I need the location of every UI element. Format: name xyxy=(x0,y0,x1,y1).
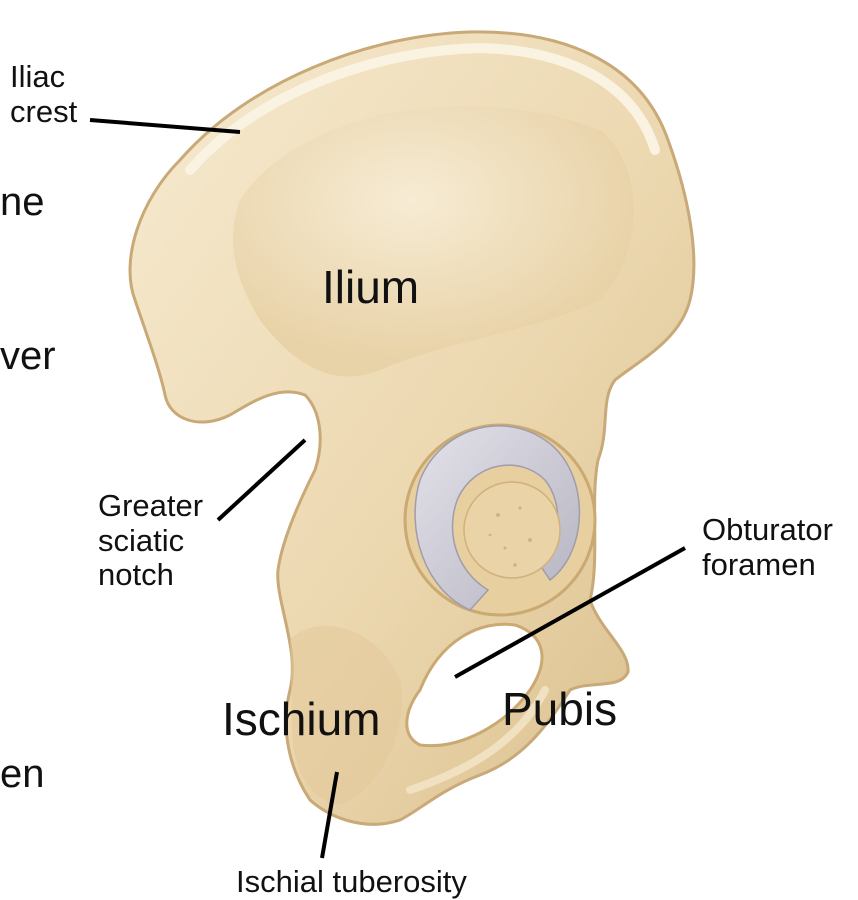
acetabular-fossa xyxy=(463,481,561,579)
label-obturator-foramen: Obturator foramen xyxy=(702,512,833,582)
clipped-text-2: ver xyxy=(0,334,56,378)
leader-line-iliac-crest xyxy=(89,118,241,134)
label-ischium: Ischium xyxy=(222,693,381,745)
leader-line-greater-sciatic-notch xyxy=(216,438,307,522)
label-pubis: Pubis xyxy=(502,683,618,735)
leader-line-ischial-tuberosity xyxy=(320,771,339,859)
label-greater-sciatic-notch: Greater sciatic notch xyxy=(98,488,204,593)
ischium-body xyxy=(290,625,402,805)
clipped-text-3: en xyxy=(0,752,45,796)
label-iliac-crest: Iliac crest xyxy=(10,59,78,129)
fossa-texture xyxy=(488,506,532,567)
obturator-foramen-opening xyxy=(405,622,544,748)
leader-line-obturator-foramen xyxy=(454,546,686,679)
label-ilium: Ilium xyxy=(322,261,420,313)
clipped-text-1: ne xyxy=(0,180,45,224)
iliac-crest-rim xyxy=(185,42,660,175)
pubic-ramus xyxy=(406,686,549,794)
lunate-surface xyxy=(414,425,581,611)
iliac-fossa xyxy=(232,105,634,377)
label-ischial-tuberosity: Ischial tuberosity xyxy=(236,864,467,899)
